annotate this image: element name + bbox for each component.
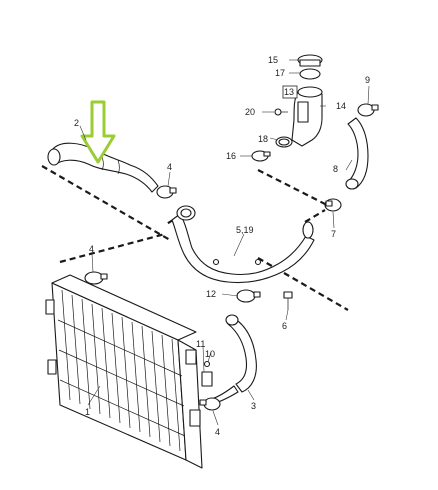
charge-hose-right [345, 117, 369, 190]
throttle-elbow-housing [291, 86, 323, 147]
callout-13-box [282, 85, 298, 99]
intercooler [45, 274, 203, 469]
filler-cap-assembly [297, 54, 323, 80]
charge-hose-lower [211, 314, 257, 405]
callout-8: 8 [333, 164, 338, 174]
hose-clamp-12 [236, 289, 261, 303]
callout-18: 18 [258, 134, 268, 144]
down-arrow-icon [80, 100, 116, 164]
callout-9: 9 [365, 75, 370, 85]
callout-12: 12 [206, 289, 216, 299]
callout-labels: 1 2 3 4 4 4 5,19 6 7 8 9 10 11 12 13 14 … [74, 55, 370, 437]
hose-clamp-7 [324, 198, 342, 212]
hose-clamp-upper [156, 185, 177, 199]
callout-10: 10 [205, 349, 215, 359]
charge-pipe-center [171, 205, 315, 284]
screw-20 [274, 108, 288, 116]
callout-15: 15 [268, 55, 278, 65]
bracket-10-11 [201, 360, 213, 387]
seal-ring-18 [275, 136, 293, 148]
hose-clamp-9 [357, 103, 379, 117]
hose-clamp-left [84, 271, 108, 285]
callout-16: 16 [226, 151, 236, 161]
callout-4-left: 4 [89, 244, 94, 254]
callout-20: 20 [245, 107, 255, 117]
hose-clamp-lower [199, 397, 221, 411]
callout-17: 17 [275, 68, 285, 78]
callout-5-19: 5,19 [236, 225, 254, 235]
callout-11: 11 [196, 339, 205, 349]
callout-2: 2 [74, 118, 79, 128]
callout-6: 6 [282, 321, 287, 331]
callout-4-upper: 4 [167, 162, 172, 172]
callout-7: 7 [331, 229, 336, 239]
bolt-6 [283, 291, 293, 310]
leader-lines [79, 59, 370, 426]
callout-14: 14 [336, 101, 346, 111]
callout-3: 3 [251, 401, 256, 411]
hose-clamp-16 [251, 150, 271, 162]
callout-4-lower: 4 [215, 427, 220, 437]
callout-13: 13 [284, 87, 294, 97]
callout-1: 1 [85, 407, 90, 417]
routing-dash-lines [41, 165, 349, 311]
